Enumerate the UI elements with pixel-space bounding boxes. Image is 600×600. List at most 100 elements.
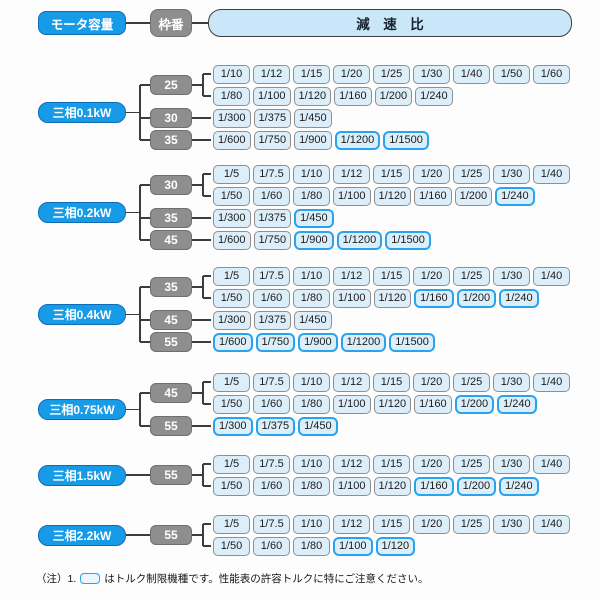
ratio-box: 1/15 [373, 164, 410, 184]
connector-line [126, 111, 140, 114]
ratio-box: 1/30 [493, 372, 530, 392]
ratio-box: 1/20 [413, 454, 450, 474]
ratio-box: 1/20 [333, 64, 370, 84]
frame-number-box: 55 [150, 465, 192, 485]
ratio-box: 1/375 [253, 310, 292, 330]
ratio-box: 1/160 [334, 86, 372, 106]
connector-line [192, 84, 203, 86]
motor-capacity-box: 三相0.75kW [38, 399, 126, 420]
ratio-box: 1/80 [213, 86, 250, 106]
connector-line [203, 73, 211, 75]
ratio-box: 1/240 [415, 86, 453, 106]
ratio-box: 1/12 [333, 164, 370, 184]
connector-line [140, 84, 150, 86]
ratio-box: 1/5 [213, 454, 250, 474]
ratio-box-torque-limited: 1/160 [414, 476, 454, 496]
ratio-box-torque-limited: 1/1200 [334, 130, 381, 150]
ratio-box: 1/450 [294, 310, 332, 330]
ratio-box: 1/60 [533, 64, 570, 84]
ratio-box: 1/120 [373, 186, 412, 206]
connector-line [192, 286, 203, 288]
ratio-box: 1/10 [293, 454, 330, 474]
ratio-box-torque-limited: 1/450 [298, 416, 338, 436]
ratio-box: 1/10 [293, 372, 330, 392]
connector-line [203, 463, 211, 465]
ratio-box: 1/25 [453, 514, 490, 534]
motor-capacity-box: 三相2.2kW [38, 524, 126, 546]
ratio-box: 1/5 [213, 266, 250, 286]
ratio-box: 1/20 [413, 514, 450, 534]
ratio-box: 1/25 [453, 372, 490, 392]
connector-line [139, 85, 141, 140]
ratio-box: 1/300 [213, 208, 251, 228]
ratio-box-torque-limited: 1/200 [456, 288, 497, 308]
ratio-box-torque-limited: 1/1500 [385, 230, 431, 250]
ratio-box: 1/600 [213, 230, 251, 250]
ratio-box-torque-limited: 1/240 [499, 476, 539, 496]
ratio-box: 1/25 [453, 454, 490, 474]
ratio-box: 1/40 [533, 454, 570, 474]
connector-line [192, 534, 203, 536]
ratio-box: 1/12 [333, 514, 370, 534]
ratio-box: 1/40 [533, 164, 570, 184]
ratio-box: 1/60 [253, 394, 290, 414]
ratio-box: 1/100 [333, 394, 371, 414]
footnote-text: はトルク制限機種です。性能表の許容トルクに特にご注意ください。 [104, 573, 429, 585]
ratio-box: 1/160 [414, 394, 452, 414]
ratio-box: 1/30 [493, 454, 530, 474]
ratio-box-torque-limited: 1/1500 [389, 332, 435, 352]
ratio-box-torque-limited: 1/300 [213, 416, 253, 436]
ratio-box: 1/25 [453, 266, 490, 286]
ratio-box-torque-limited: 1/160 [414, 288, 454, 308]
ratio-box: 1/7.5 [253, 454, 290, 474]
connector-line [126, 22, 150, 24]
connector-line [202, 174, 204, 196]
header-frame-number: 枠番 [150, 9, 192, 37]
ratio-box-torque-limited: 1/450 [294, 208, 334, 228]
connector-line [192, 239, 211, 241]
ratio-box: 1/40 [533, 372, 570, 392]
frame-number-box: 55 [150, 332, 192, 352]
ratio-box: 1/200 [374, 86, 413, 106]
ratio-box: 1/40 [533, 266, 570, 286]
ratio-box: 1/15 [293, 64, 330, 84]
connector-line [126, 408, 140, 411]
ratio-box: 1/80 [293, 476, 330, 496]
connector-line [202, 276, 204, 298]
motor-capacity-box: 三相0.2kW [38, 202, 126, 223]
ratio-box-torque-limited: 1/200 [454, 394, 495, 414]
torque-limited-legend-box [80, 573, 101, 584]
connector-line [140, 217, 150, 219]
ratio-box: 1/20 [413, 372, 450, 392]
ratio-box: 1/600 [213, 130, 251, 150]
connector-line [126, 534, 150, 536]
frame-number-box: 45 [150, 383, 192, 403]
connector-line [140, 239, 150, 241]
frame-number-box: 30 [150, 175, 192, 195]
ratio-box-torque-limited: 1/1500 [383, 130, 429, 150]
ratio-box-torque-limited: 1/240 [495, 186, 535, 206]
ratio-box: 1/7.5 [253, 164, 290, 184]
frame-number-box: 35 [150, 208, 192, 228]
connector-line [140, 139, 150, 141]
ratio-box: 1/20 [413, 266, 450, 286]
connector-line [139, 393, 141, 426]
ratio-box: 1/375 [253, 108, 292, 128]
frame-number-box: 55 [150, 416, 192, 436]
ratio-box-torque-limited: 1/375 [255, 416, 296, 436]
connector-line [192, 425, 211, 427]
header-reduction-ratio: 減 速 比 [208, 9, 572, 37]
ratio-box: 1/40 [533, 514, 570, 534]
connector-line [203, 95, 211, 97]
connector-line [192, 392, 203, 394]
ratio-box: 1/80 [293, 394, 330, 414]
connector-line [202, 524, 204, 546]
